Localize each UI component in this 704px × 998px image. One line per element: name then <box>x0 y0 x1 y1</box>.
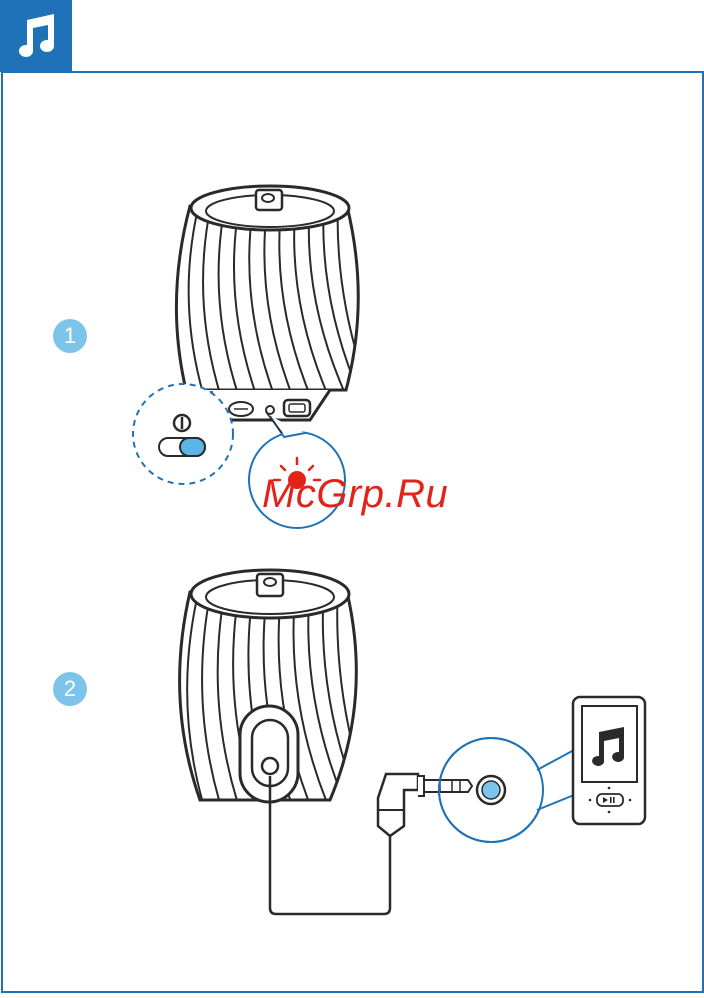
step-2-badge: 2 <box>53 672 87 706</box>
watermark: McGrp.Ru <box>262 472 448 517</box>
watermark-text: McGrp.Ru <box>262 472 448 516</box>
frame-border <box>2 72 703 992</box>
step-2-number: 2 <box>64 676 76 701</box>
media-player <box>573 697 645 824</box>
step-1-number: 1 <box>64 323 76 348</box>
speaker-2 <box>180 570 372 810</box>
power-switch-zoom <box>133 384 233 484</box>
step-1-badge: 1 <box>53 319 87 353</box>
power-switch-knob <box>180 438 205 456</box>
header-icon-box <box>0 0 72 72</box>
speaker-1 <box>176 186 372 420</box>
